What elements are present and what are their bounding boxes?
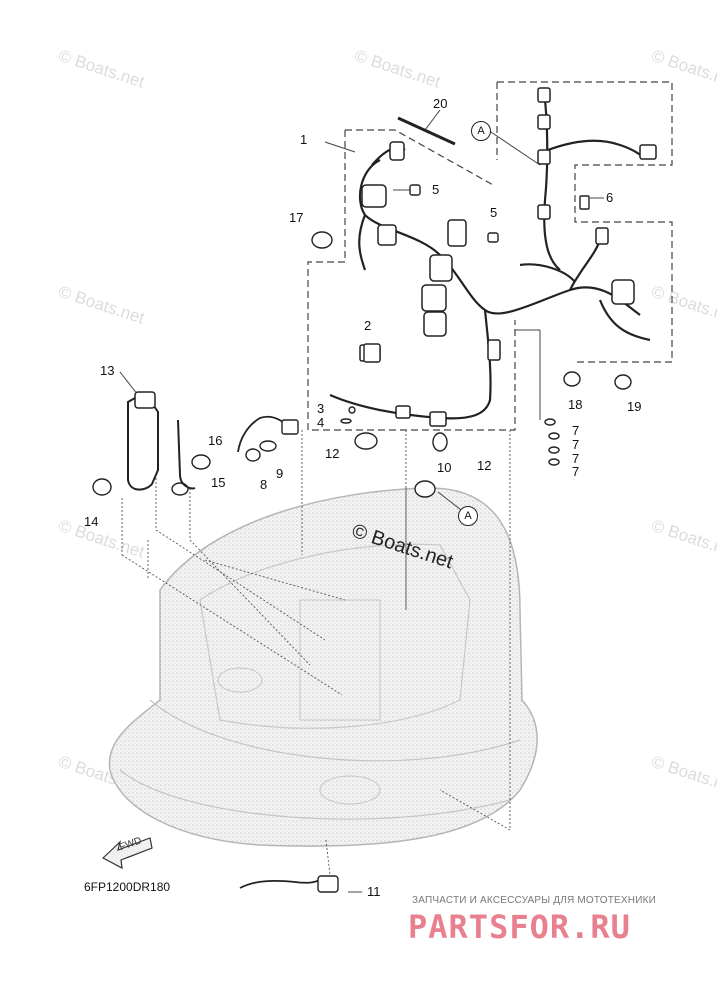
sub-harness-13-connector (134, 391, 156, 409)
callout-12: 12 (477, 458, 492, 473)
fwd-arrow (101, 837, 153, 870)
leader-lines (119, 109, 604, 893)
callout-16: 16 (208, 433, 223, 448)
projection-lines (121, 430, 511, 876)
callout-5: 5 (432, 182, 440, 197)
callout-5: 5 (490, 205, 498, 220)
callout-7: 7 (572, 423, 580, 438)
seller-tagline: ЗАПЧАСТИ И АКСЕССУАРЫ ДЛЯ МОТОТЕХНИКИ (412, 895, 657, 906)
sub-harness-11 (239, 877, 323, 889)
seller-logo: PARTSFOR.RU (408, 908, 631, 946)
cable-tie-20 (397, 116, 456, 146)
callout-14: 14 (84, 514, 99, 529)
callout-3: 3 (317, 401, 325, 416)
callout-12: 12 (325, 446, 340, 461)
callout-19: 19 (627, 399, 642, 414)
engine-cowling (108, 487, 538, 847)
callout-8: 8 (260, 477, 268, 492)
callout-9: 9 (276, 466, 284, 481)
callout-7: 7 (572, 437, 580, 452)
harness-connectors (359, 87, 657, 427)
callout-11: 11 (367, 884, 381, 899)
callout-15: 15 (211, 475, 226, 490)
callout-6: 6 (606, 190, 614, 205)
sub-harness-13 (127, 397, 196, 491)
sub-harness-11-connector (317, 875, 339, 893)
callout-1: 1 (300, 132, 308, 147)
callout-13: 13 (100, 363, 115, 378)
callout-4: 4 (317, 415, 325, 430)
reference-marker-a: A (458, 506, 478, 526)
diagram-code: 6FP1200DR180 (84, 880, 171, 894)
sub-harness-8-connector (281, 419, 299, 435)
group-outline (307, 81, 673, 431)
callout-10: 10 (437, 460, 452, 475)
callout-7: 7 (572, 464, 580, 479)
callout-17: 17 (289, 210, 304, 225)
small-parts (92, 184, 632, 498)
callout-2: 2 (364, 318, 372, 333)
main-wire-harness (329, 99, 651, 420)
callout-20: 20 (433, 96, 448, 111)
callout-7: 7 (572, 451, 580, 466)
reference-marker-a: A (471, 121, 491, 141)
callout-18: 18 (568, 397, 583, 412)
